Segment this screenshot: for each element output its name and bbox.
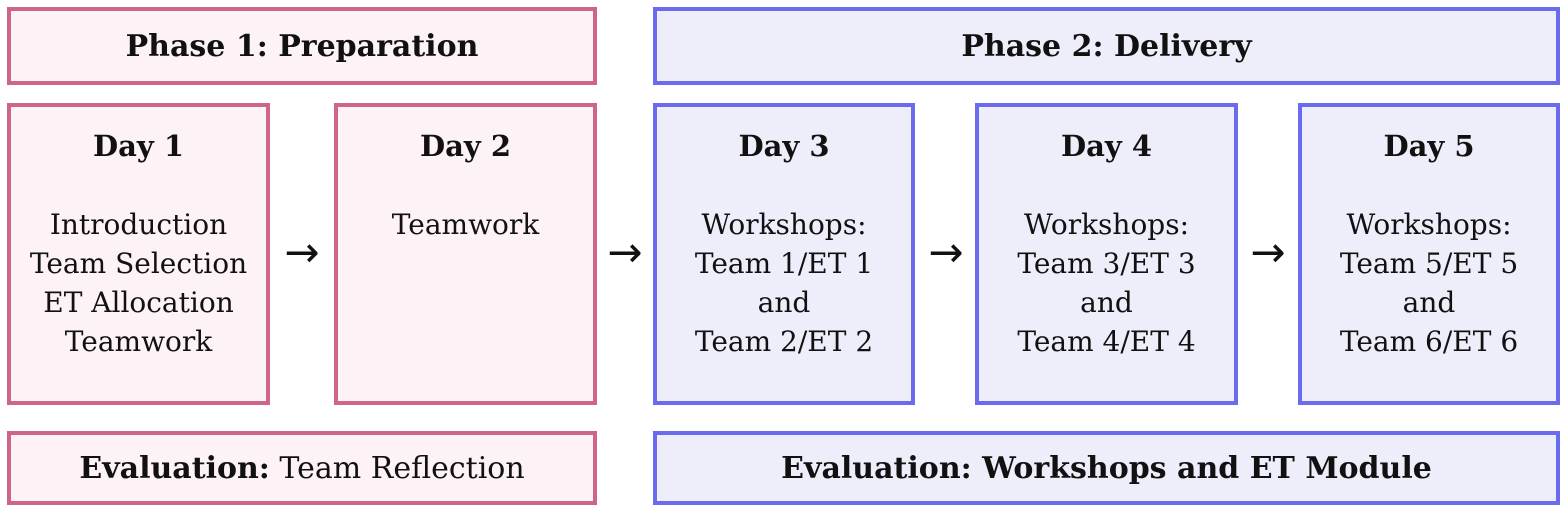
- day2-title: Day 2: [419, 129, 512, 163]
- phase2-evaluation-box: Evaluation: Workshops and ET Module: [653, 431, 1560, 505]
- phase2-header-label: Phase 2: Delivery: [961, 28, 1252, 64]
- day3-title: Day 3: [738, 129, 830, 163]
- day1-line-4: Teamwork: [64, 325, 213, 358]
- day4-title: Day 4: [1060, 129, 1153, 163]
- phase1-evaluation-text: Team Reflection: [269, 450, 525, 486]
- phase2-evaluation-label: Evaluation: Workshops and ET Module: [781, 450, 1432, 486]
- day5-line-3: and: [1402, 286, 1456, 319]
- day4-line-2: Team 3/ET 3: [1017, 247, 1196, 280]
- day4-line-1: Workshops:: [1023, 208, 1190, 241]
- day1-line-3: ET Allocation: [43, 286, 234, 319]
- day1-line-1: Introduction: [49, 208, 228, 241]
- day3-line-2: Team 1/ET 1: [694, 247, 874, 280]
- phase1-evaluation-label: Evaluation:: [79, 450, 270, 486]
- day1-box: Day 1 Introduction Team Selection ET All…: [7, 103, 270, 405]
- arrow-day2-day3-icon: →: [607, 227, 643, 277]
- arrow-day1-day2-icon: →: [284, 227, 320, 277]
- day1-line-2: Team Selection: [29, 247, 248, 280]
- day5-box: Day 5 Workshops: Team 5/ET 5 and Team 6/…: [1298, 103, 1560, 405]
- day5-line-1: Workshops:: [1346, 208, 1512, 241]
- phase1-evaluation-box: Evaluation: Team Reflection: [7, 431, 597, 505]
- day3-line-1: Workshops:: [701, 208, 867, 241]
- day2-line-1: Teamwork: [391, 208, 540, 241]
- phase2-header: Phase 2: Delivery: [653, 7, 1560, 85]
- day3-line-4: Team 2/ET 2: [694, 325, 874, 358]
- day5-line-2: Team 5/ET 5: [1339, 247, 1519, 280]
- day4-line-3: and: [1080, 286, 1133, 319]
- day4-box: Day 4 Workshops: Team 3/ET 3 and Team 4/…: [975, 103, 1238, 405]
- day5-title: Day 5: [1383, 129, 1475, 163]
- day1-title: Day 1: [92, 129, 185, 163]
- day3-box: Day 3 Workshops: Team 1/ET 1 and Team 2/…: [653, 103, 915, 405]
- phase1-header-label: Phase 1: Preparation: [125, 28, 479, 64]
- arrow-day4-day5-icon: →: [1250, 227, 1286, 277]
- day3-line-3: and: [757, 286, 811, 319]
- phase1-header: Phase 1: Preparation: [7, 7, 597, 85]
- day2-box: Day 2 Teamwork: [334, 103, 597, 405]
- day4-line-4: Team 4/ET 4: [1017, 325, 1196, 358]
- day5-line-4: Team 6/ET 6: [1339, 325, 1519, 358]
- arrow-day3-day4-icon: →: [928, 227, 964, 277]
